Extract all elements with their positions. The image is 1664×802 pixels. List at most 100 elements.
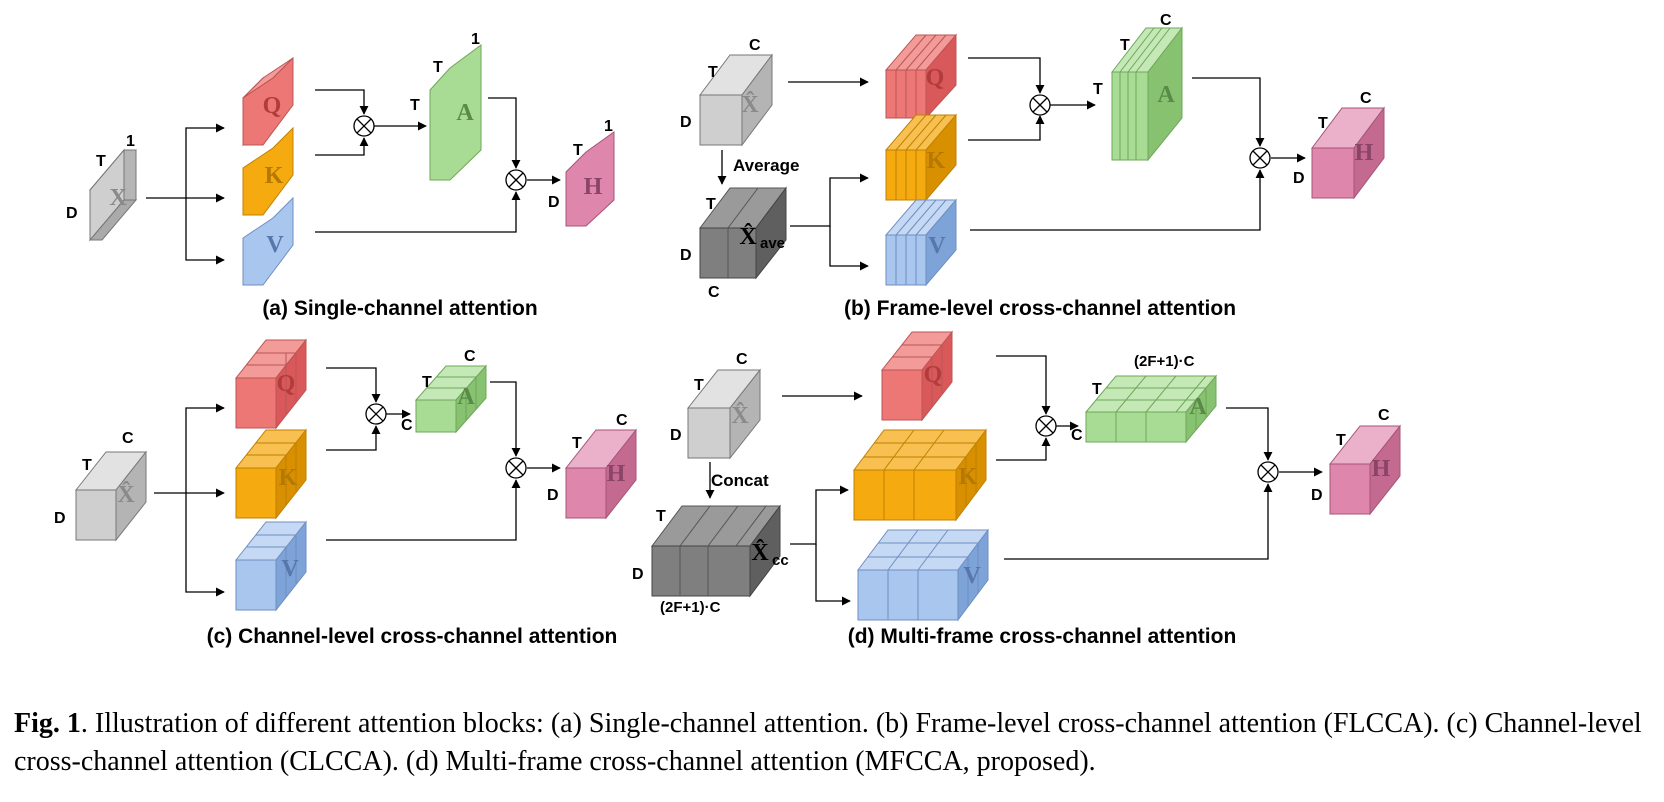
v-letter-a: V bbox=[266, 232, 284, 258]
v-letter-d: V bbox=[963, 563, 981, 589]
dim-a-t2-a: T bbox=[410, 97, 420, 114]
v-letter-b: V bbox=[928, 233, 946, 259]
dim-x-c-b: C bbox=[749, 37, 761, 54]
average-label: Average bbox=[733, 156, 799, 175]
q-letter-c: Q bbox=[277, 371, 296, 397]
dim-x-c-c: C bbox=[122, 430, 134, 447]
dim-h-c-b: C bbox=[1360, 90, 1372, 107]
q-slab-a: Q bbox=[242, 56, 294, 147]
dim-h-t-d: T bbox=[1336, 432, 1346, 449]
x-letter-c: X̂ bbox=[117, 481, 135, 508]
v-stack-b: V bbox=[884, 198, 958, 287]
dim-xc-d-d: D bbox=[632, 566, 644, 583]
xave-sub-b: ave bbox=[760, 235, 785, 252]
dim-x-c-d: C bbox=[736, 351, 748, 368]
dim-a-t1-b: T bbox=[1120, 37, 1130, 54]
k-slab-a: K bbox=[242, 126, 294, 216]
label-b: (b) Frame-level cross-channel attention bbox=[844, 297, 1236, 320]
dim-a-t-d: T bbox=[1092, 381, 1102, 398]
xcc-sub-d: cc bbox=[772, 552, 789, 569]
xcc-letter-d: X̂ bbox=[751, 539, 769, 566]
arrows-a bbox=[146, 89, 561, 265]
xave-tensor-b: X̂ ave bbox=[699, 186, 787, 280]
dim-h-c-c: C bbox=[616, 412, 628, 429]
otimes-2-d bbox=[1257, 461, 1279, 483]
dim-h-t-a: T bbox=[573, 142, 583, 159]
x-tensor-b: X̂ bbox=[699, 53, 773, 147]
dim-a-t2-b: T bbox=[1093, 81, 1103, 98]
dim-xa-t-b: T bbox=[706, 196, 716, 213]
dim-h-1-a: 1 bbox=[604, 118, 613, 135]
concat-label: Concat bbox=[711, 471, 769, 490]
dim-x-d-d: D bbox=[670, 427, 682, 444]
v-letter-c: V bbox=[281, 556, 299, 582]
x-letter-d: X̂ bbox=[731, 402, 749, 429]
q-cube-d: Q bbox=[880, 330, 954, 422]
h-letter-a: H bbox=[584, 174, 603, 200]
v-slab-a: V bbox=[242, 196, 294, 286]
dim-a-c-d: C bbox=[1071, 427, 1083, 444]
a-cube-c: A bbox=[414, 364, 488, 434]
q-letter-b: Q bbox=[926, 65, 945, 91]
label-d: (d) Multi-frame cross-channel attention bbox=[848, 625, 1237, 648]
dim-a-t1-a: T bbox=[433, 59, 443, 76]
panel-c: X̂ T D C Q K V bbox=[54, 338, 638, 648]
dim-a-1-a: 1 bbox=[471, 31, 480, 48]
panel-a: X T D 1 Q K V A T T 1 bbox=[66, 31, 615, 320]
caption-text: . Illustration of different attention bl… bbox=[14, 708, 1642, 777]
otimes-2-a bbox=[505, 169, 527, 191]
label-a: (a) Single-channel attention bbox=[262, 297, 537, 320]
dim-x-t-b: T bbox=[708, 64, 718, 81]
v-cube-c: V bbox=[234, 520, 308, 612]
h-tensor-d: H bbox=[1328, 424, 1402, 516]
dim-h-d-b: D bbox=[1293, 170, 1305, 187]
v-cube-d: V bbox=[857, 528, 989, 622]
h-letter-c: H bbox=[607, 461, 626, 487]
k-letter-a: K bbox=[265, 163, 284, 189]
dim-a-t-c: T bbox=[422, 374, 432, 391]
x-letter-a: X bbox=[109, 185, 127, 211]
x-letter-b: X̂ bbox=[741, 91, 759, 118]
dim-a-f-d: (2F+1)·C bbox=[1134, 353, 1195, 370]
h-letter-b: H bbox=[1355, 140, 1374, 166]
a-letter-c: A bbox=[457, 384, 475, 410]
otimes-2-c bbox=[505, 457, 527, 479]
a-letter-d: A bbox=[1189, 394, 1207, 420]
arrows-c bbox=[154, 367, 561, 597]
q-letter-a: Q bbox=[263, 93, 282, 119]
x-tensor-a: X bbox=[88, 148, 138, 242]
otimes-2-b bbox=[1249, 147, 1271, 169]
a-letter-b: A bbox=[1157, 82, 1175, 108]
dim-a-c2-c: C bbox=[464, 348, 476, 365]
dim-h-d-c: D bbox=[547, 487, 559, 504]
arrows-b bbox=[717, 57, 1306, 271]
figure-caption: Fig. 1. Illustration of different attent… bbox=[14, 705, 1654, 781]
dim-xc-t-d: T bbox=[656, 508, 666, 525]
dim-x-1-a: 1 bbox=[126, 133, 135, 150]
k-letter-c: K bbox=[279, 465, 298, 491]
dim-a-c-b: C bbox=[1160, 12, 1172, 29]
h-slab-a: H bbox=[565, 131, 615, 227]
k-cube-c: K bbox=[234, 428, 308, 520]
dim-a-c1-c: C bbox=[401, 417, 413, 434]
dim-xa-d-b: D bbox=[680, 247, 692, 264]
dim-x-t-d: T bbox=[694, 377, 704, 394]
h-tensor-b: H bbox=[1311, 106, 1385, 200]
dim-x-t-a: T bbox=[96, 153, 106, 170]
a-slab-a: A bbox=[429, 44, 482, 181]
otimes-1-d bbox=[1035, 415, 1057, 437]
dim-xc-f-d: (2F+1)·C bbox=[660, 599, 721, 616]
otimes-1-b bbox=[1029, 94, 1051, 116]
a-stack-b: A bbox=[1110, 26, 1184, 162]
attention-blocks-diagram: X T D 1 Q K V A T T 1 bbox=[54, 12, 1402, 648]
otimes-1-a bbox=[353, 115, 375, 137]
q-stack-b: Q bbox=[884, 33, 958, 120]
dim-xa-c-b: C bbox=[708, 284, 720, 301]
k-cube-d: K bbox=[853, 428, 987, 522]
q-cube-c: Q bbox=[234, 338, 308, 430]
q-letter-d: Q bbox=[924, 362, 943, 388]
k-letter-b: K bbox=[927, 148, 946, 174]
arrows-d bbox=[705, 355, 1323, 606]
x-tensor-d: X̂ bbox=[686, 368, 762, 460]
dim-x-d-c: D bbox=[54, 510, 66, 527]
